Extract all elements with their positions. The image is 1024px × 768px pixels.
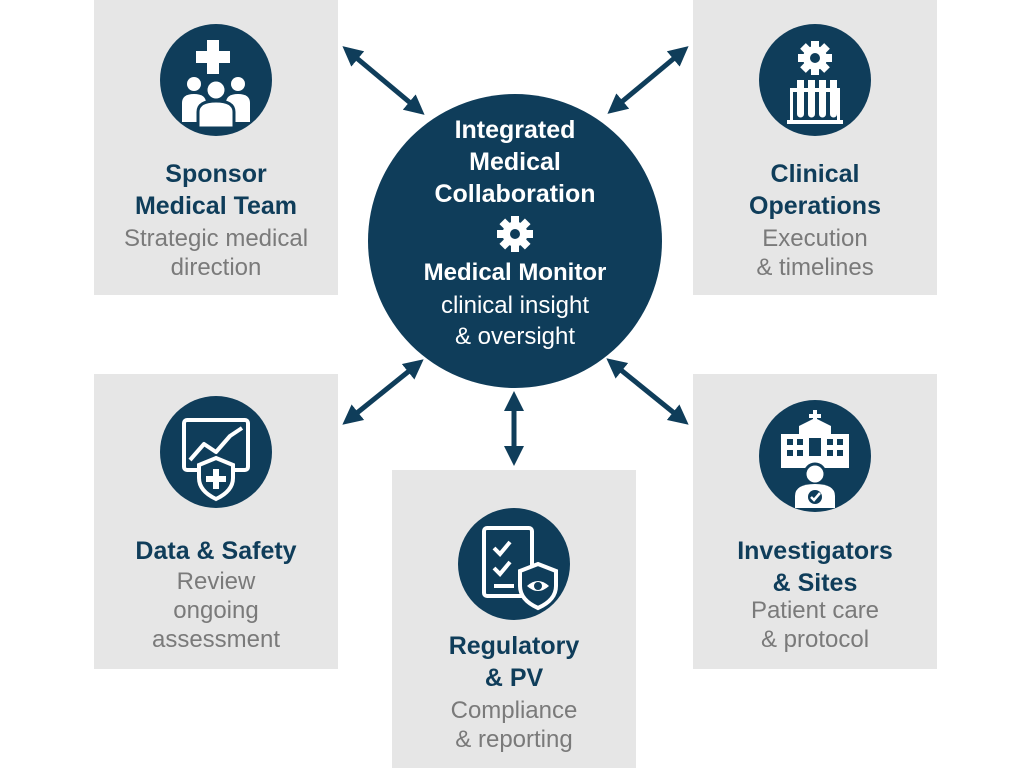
arrow-data <box>342 359 424 425</box>
hub-description: clinical insight & oversight <box>440 292 590 350</box>
gear-test-tubes-icon <box>759 24 871 136</box>
clinops-title: Clinical Operations <box>749 160 881 220</box>
data-safety-description: Review ongoing assessment <box>151 568 281 653</box>
sponsor-description: Strategic medical direction <box>123 225 309 281</box>
data-safety-title: Data & Safety <box>135 537 297 565</box>
medical-team-icon <box>160 24 272 136</box>
node-data-safety: Data & Safety Review ongoing assessment <box>94 374 338 669</box>
hospital-person-icon <box>759 400 871 512</box>
sponsor-title: Sponsor Medical Team <box>134 160 298 220</box>
gear-icon <box>497 216 533 252</box>
hub-integrated-medical-collaboration: Integrated Medical Collaboration Medical… <box>368 94 662 388</box>
investigators-description: Patient care & protocol <box>750 597 880 653</box>
node-regulatory-pv: Regulatory & PV Compliance & reporting <box>392 470 636 768</box>
node-clinical-operations: Clinical Operations Execution & timeline… <box>693 0 937 295</box>
regulatory-description: Compliance & reporting <box>450 697 578 753</box>
checklist-shield-icon <box>458 508 570 620</box>
arrow-clinops <box>607 46 689 114</box>
node-investigators-sites: Investigators & Sites Patient care & pro… <box>693 374 937 669</box>
node-sponsor-medical-team: Sponsor Medical Team Strategic medical d… <box>94 0 338 295</box>
chart-shield-icon <box>160 396 272 508</box>
arrow-investigators <box>606 358 689 425</box>
investigators-title: Investigators & Sites <box>737 537 893 597</box>
hub-subtitle: Medical Monitor <box>423 259 607 286</box>
regulatory-title: Regulatory & PV <box>448 632 580 692</box>
hub-title: Integrated Medical Collaboration <box>434 116 596 208</box>
clinops-description: Execution & timelines <box>756 225 874 281</box>
arrow-sponsor <box>342 46 425 115</box>
